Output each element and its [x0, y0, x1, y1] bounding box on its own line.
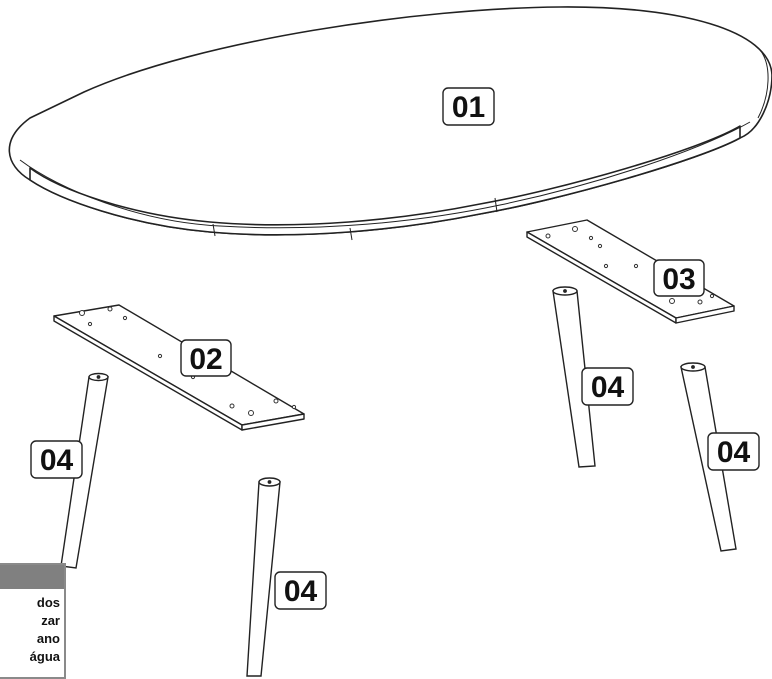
label-support-right: 03 [653, 259, 705, 297]
note-header [0, 565, 64, 589]
svg-text:04: 04 [717, 436, 751, 469]
label-leg-left: 04 [30, 440, 83, 479]
label-support-left: 02 [180, 339, 232, 377]
note-line-2: zar [41, 613, 60, 628]
svg-text:04: 04 [284, 575, 318, 608]
leg-left [60, 372, 109, 569]
leg-right-inner [552, 286, 596, 468]
svg-text:04: 04 [591, 371, 625, 404]
note-line-4: água [29, 649, 60, 664]
svg-text:03: 03 [662, 263, 695, 296]
leg-center [246, 477, 281, 677]
note-line-1: dos [36, 595, 60, 610]
tabletop-part [8, 6, 772, 241]
label-tabletop: 01 [442, 87, 495, 126]
note-box: dos zar ano água [0, 563, 66, 679]
svg-text:01: 01 [452, 91, 485, 124]
label-leg-right-outer: 04 [707, 432, 760, 471]
note-line-3: ano [36, 631, 60, 646]
svg-text:04: 04 [40, 444, 74, 477]
label-leg-right-inner: 04 [581, 367, 634, 406]
label-leg-center: 04 [274, 571, 327, 610]
support-rail-left [53, 304, 305, 431]
svg-text:02: 02 [189, 343, 222, 376]
